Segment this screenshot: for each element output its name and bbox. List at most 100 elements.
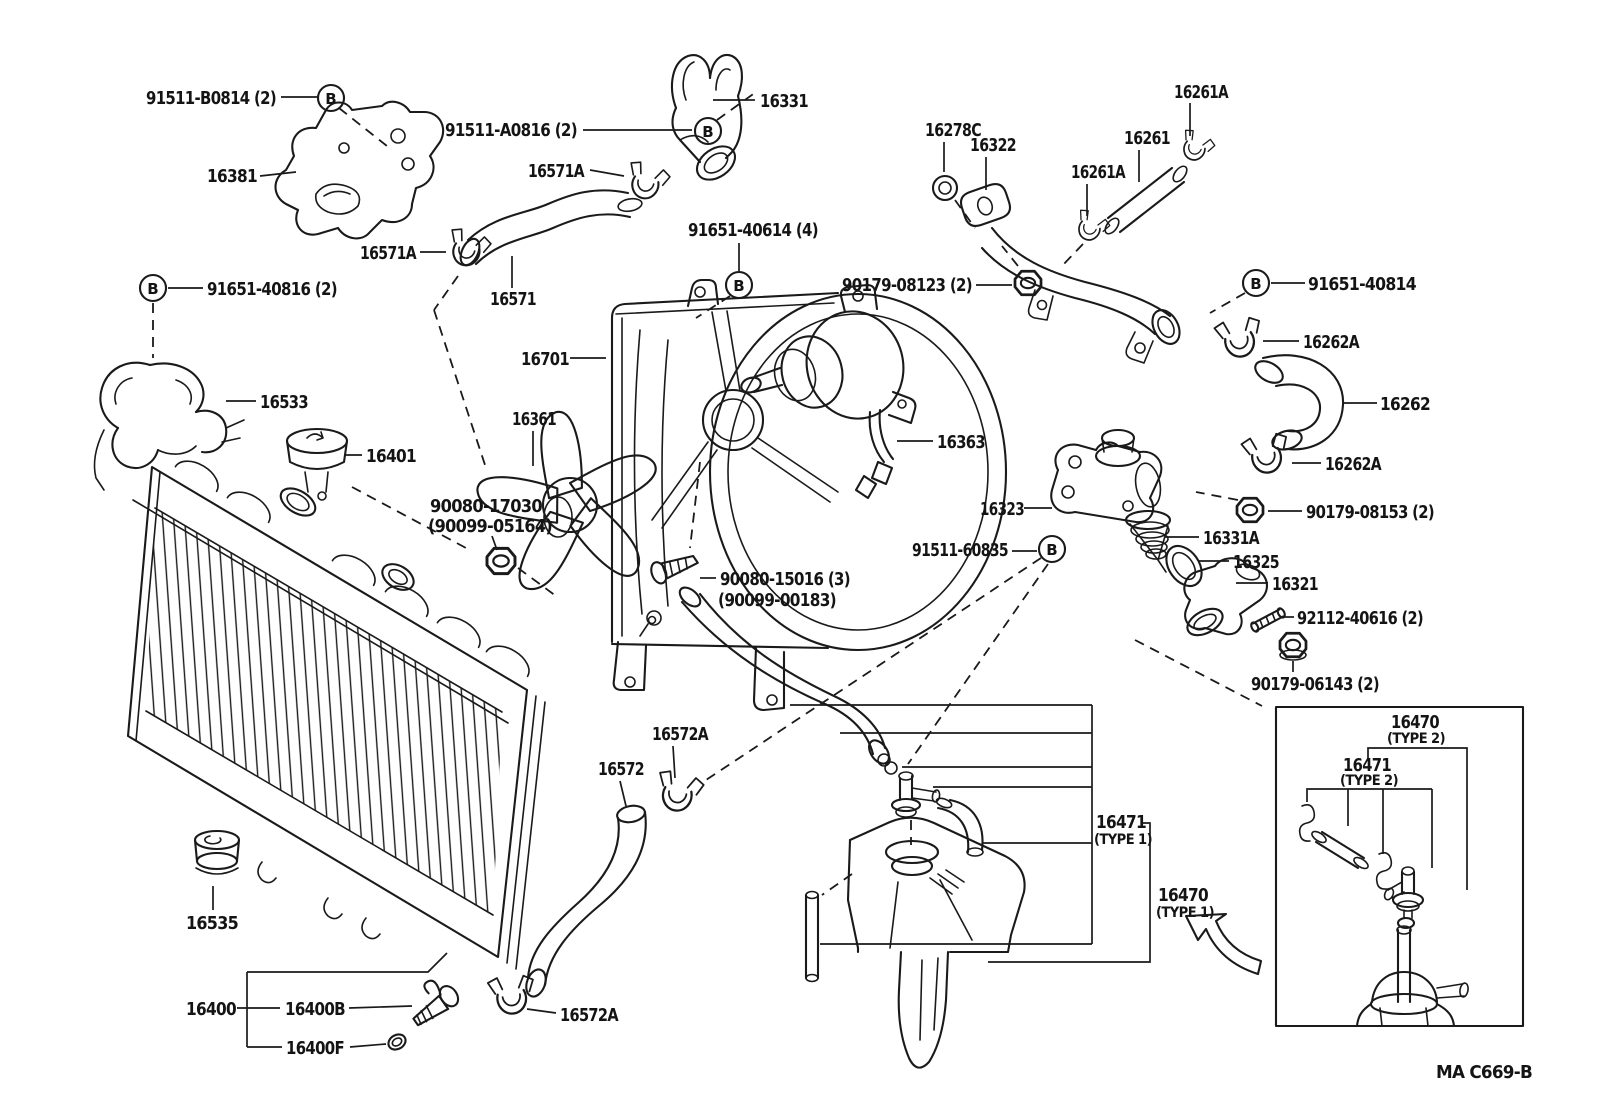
label-hose-16572: 16572 [598,759,644,780]
label-water-pipe-16322: 16322 [970,135,1016,156]
type2-tank-top-drawing [1355,925,1469,1028]
water-inlet-16331-drawing [670,54,712,110]
clamp-16262a-upper-drawing [1212,312,1269,363]
label-oring-16278c: 16278C [925,120,981,141]
water-outlet-16323-group: 16323 [907,428,1263,765]
reserve-hose-16471-t1-group: 16471 (TYPE 1) [639,586,1153,945]
label-water-inlet-16321: 16321 [1272,574,1318,595]
fan-motor-16363-group: 16363 [740,283,986,500]
label-stud-92112-40616: 92112-40616 (2) [1297,608,1423,629]
type2-tube-drawing [1320,830,1366,860]
type2-grommet-drawing [1396,916,1416,930]
radiator-16400-group: 16400 16400B 16400F [126,460,546,1059]
hose-16572-group: 16572 [525,759,647,998]
water-inlet-16321-group: 16321 [1183,557,1319,637]
gasket-16325-group: 16325 [1165,544,1280,588]
reserve-small-hose-drawing [948,798,984,852]
type2-clip-drawing [1298,804,1316,842]
bolt-marker-b-icon: B [733,277,744,295]
label-nut-90179-08153: 90179-08153 (2) [1306,502,1434,523]
label-drain-cock-16400b: 16400B [285,999,345,1020]
reserve-tank-16470-t1-group: 16470 (TYPE 1) [804,816,1215,1069]
reserve-hose-16471-t1-drawing [680,600,875,756]
water-pipe-16322-drawing [959,182,1012,228]
bolt-marker-b-icon: B [1046,541,1057,559]
bolt-91511-b0814-group: 91511-B0814 (2) B [146,83,393,151]
label-hose-16262: 16262 [1380,394,1430,415]
label-bolt-91511-b0814: 91511-B0814 (2) [146,88,276,109]
label-clamp-16572a-upper: 16572A [652,724,709,745]
label-water-inlet-16331: 16331 [760,91,808,112]
label-screw-90080-15016: 90080-15016 (3) [720,569,850,590]
label-drain-plug-16535: 16535 [186,913,238,934]
label-clamp-16572a-lower: 16572A [560,1005,619,1026]
label-nut-90099-05164: (90099-05164) [428,516,552,537]
nut-90179-06143-drawing [1278,631,1308,659]
fan-16361-drawing [476,411,657,591]
clamp-16571a-upper-group: 16571A [528,159,673,205]
label-clamp-16261a-mid: 16261A [1071,162,1126,183]
thermostat-16331a-drawing [1124,509,1172,531]
drain-plug-16535-group: 16535 [186,829,241,934]
clamp-16533-group: 16533 [93,361,309,491]
label-fan-motor-16363: 16363 [937,432,985,453]
fan-16361-group: 16361 [476,409,657,591]
label-hose-16571: 16571 [490,289,536,310]
bolt-91651-40614-group: 91651-40614 (4) B [688,220,819,319]
nut-90179-08153-group: 90179-08153 (2) [1195,491,1435,524]
oring-16278c-drawing [931,174,959,202]
hose-16261-drawing [1106,166,1174,220]
type2-inset-box [1274,705,1525,1028]
reserve-elbow-fitting-drawing [877,753,941,818]
hose-16261-group: 16261 [1104,128,1188,235]
nut-90080-17030-drawing [485,546,517,576]
hose-16262-drawing [1261,354,1345,451]
thermostat-16331a-group: 16331A [1124,509,1260,573]
nut-90179-08123-drawing [1013,269,1043,297]
clamp-16572a-upper-group: 16572A [652,724,709,816]
label-reserve-tank-16470-t1-type: (TYPE 1) [1156,905,1214,921]
label-screw-90099-00183: (90099-00183) [718,590,836,611]
clamp-16533-drawing [99,361,152,430]
label-bolt-91651-40814: 91651-40814 [1308,274,1416,295]
bolt-marker-b-icon: B [702,123,713,141]
label-radiator-16400: 16400 [186,999,236,1020]
label-bolt-91511-a0816: 91511-A0816 (2) [445,120,577,141]
label-fan-16361: 16361 [512,409,556,430]
label-clamp-16262a-lower: 16262A [1325,454,1382,475]
hose-16571-group: 16571 [459,189,643,310]
bolt-marker-b-icon: B [1250,275,1261,293]
hose-16572-drawing [543,810,647,987]
hose-16262-group: 16262 [1254,354,1431,451]
label-clamp-16571a-upper: 16571A [528,161,585,182]
bolt-91651-40814-group: B 91651-40814 [1209,268,1417,314]
clamp-16571a-upper-drawing [622,159,673,205]
bolt-marker-b-icon: B [147,280,158,298]
label-gasket-16325: 16325 [1233,552,1279,573]
clamp-16572a-upper-drawing [652,768,707,816]
type2-clip2-drawing [1375,852,1393,890]
label-reserve-hose-16471-t2-type: (TYPE 2) [1340,773,1398,789]
stud-92112-40616-group: 92112-40616 (2) [1250,607,1424,633]
stud-92112-40616-drawing [1250,607,1286,633]
bracket-16381-group: 16381 [207,100,445,240]
radiator-outline-drawing [126,465,529,959]
screw-90080-15016-group: 90080-15016 (3) (90099-00183) [650,461,851,611]
label-bolt-91511-60835: 91511-60835 [912,540,1008,561]
screw-90080-15016-drawing [650,554,699,585]
label-reserve-hose-16471-t1-type: (TYPE 1) [1094,832,1152,848]
label-reserve-tank-16470-t1: 16470 [1158,885,1208,906]
gasket-16325-drawing [1165,544,1203,588]
bracket-16381-drawing [274,100,445,240]
label-clamp-16261a-top: 16261A [1174,82,1229,103]
label-clamp-16262a-upper: 16262A [1303,332,1360,353]
water-pipe-16322-group: 16322 [959,135,1181,364]
label-reserve-hose-16471-t2: 16471 [1343,755,1391,776]
label-bolt-91651-40614: 91651-40614 (4) [688,220,818,241]
oring-16400f-drawing [387,1033,407,1051]
label-water-outlet-16323: 16323 [980,499,1024,520]
label-fan-shroud-16701: 16701 [521,349,569,370]
label-reserve-tank-16470-t2: 16470 [1391,712,1439,733]
label-thermostat-16331a: 16331A [1203,528,1260,549]
clamp-16262a-lower-group: 16262A [1239,428,1382,479]
